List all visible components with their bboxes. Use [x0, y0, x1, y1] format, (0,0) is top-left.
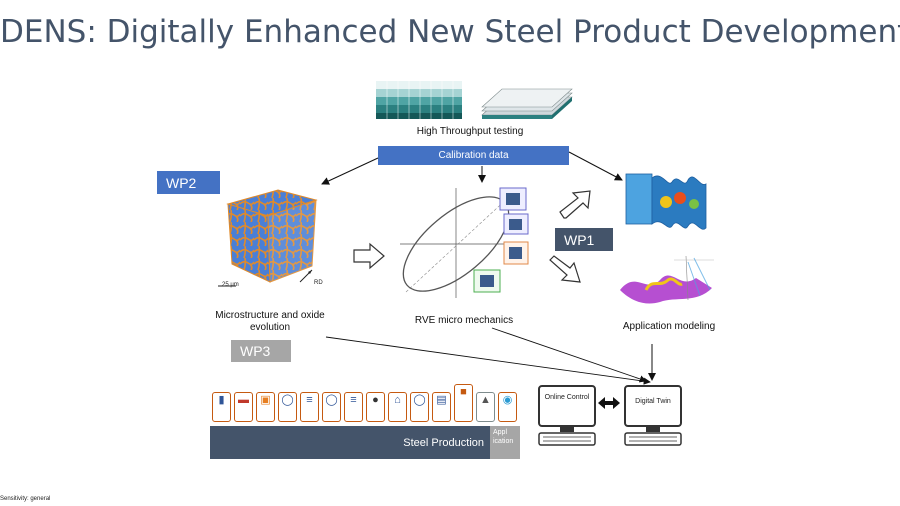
rolling-sheets [481, 88, 573, 119]
application-box: Appl ication [490, 426, 520, 459]
application-caption: Application modeling [622, 321, 716, 332]
hollow-arrow-upright-icon [559, 190, 591, 219]
process-step-forming: ▲ [476, 392, 495, 422]
process-step-application: ◉ [498, 392, 517, 422]
process-step-slab: ▬ [234, 392, 253, 422]
microstructure-caption: Microstructure and oxide evolution [215, 310, 325, 333]
microstructure-cube-image [218, 189, 318, 287]
process-step-annealing: ≡ [344, 392, 363, 422]
rve-yield-surface-plot [400, 187, 529, 298]
calibration-data-bar: Calibration data [378, 146, 569, 165]
process-step-temper: ◯ [410, 392, 429, 422]
online-control-label: Online Control [544, 394, 590, 401]
digital-twin-computer-icon [624, 385, 682, 446]
hollow-arrow-right-icon [353, 242, 385, 270]
page-title: DENS: Digitally Enhanced New Steel Produ… [0, 14, 900, 50]
process-strip: ▮ ▬ ▣ ◯ ≡ ◯ ≡ ● ⌂ ◯ ▤ ■ ▲ ◉ [210, 384, 520, 422]
rd-label: RD [314, 280, 323, 286]
wp3-label: WP3 [231, 340, 291, 362]
application-surface-image [620, 255, 714, 304]
digital-twin-label: Digital Twin [635, 398, 671, 405]
high-throughput-caption: High Throughput testing [416, 126, 524, 137]
process-step-cold-rolling: ◯ [322, 392, 341, 422]
process-step-pickling: ≡ [300, 392, 319, 422]
online-control-computer-icon [538, 385, 596, 446]
rve-cube-thumbnails [473, 187, 529, 293]
process-step-cutting: ■ [454, 384, 473, 422]
process-step-coiling: ● [366, 392, 385, 422]
rve-caption: RVE micro mechanics [414, 315, 514, 326]
high-throughput-image [376, 81, 573, 119]
steel-production-bar: Steel Production [210, 426, 490, 459]
sensitivity-label: Sensitivity: general [0, 496, 51, 502]
test-grid [376, 81, 462, 119]
scale-label: 25 μm [222, 282, 239, 288]
wp1-label: WP1 [555, 228, 613, 251]
process-step-reheating: ▣ [256, 392, 275, 422]
wp2-label: WP2 [157, 171, 220, 194]
application-part-image [625, 173, 707, 230]
process-step-coating: ▤ [432, 392, 451, 422]
hollow-arrow-downright-icon [549, 255, 581, 283]
process-step-casting: ▮ [212, 392, 231, 422]
process-step-hot-rolling: ◯ [278, 392, 297, 422]
bidirectional-arrow-icon [598, 397, 620, 409]
process-step-furnace: ⌂ [388, 392, 407, 422]
